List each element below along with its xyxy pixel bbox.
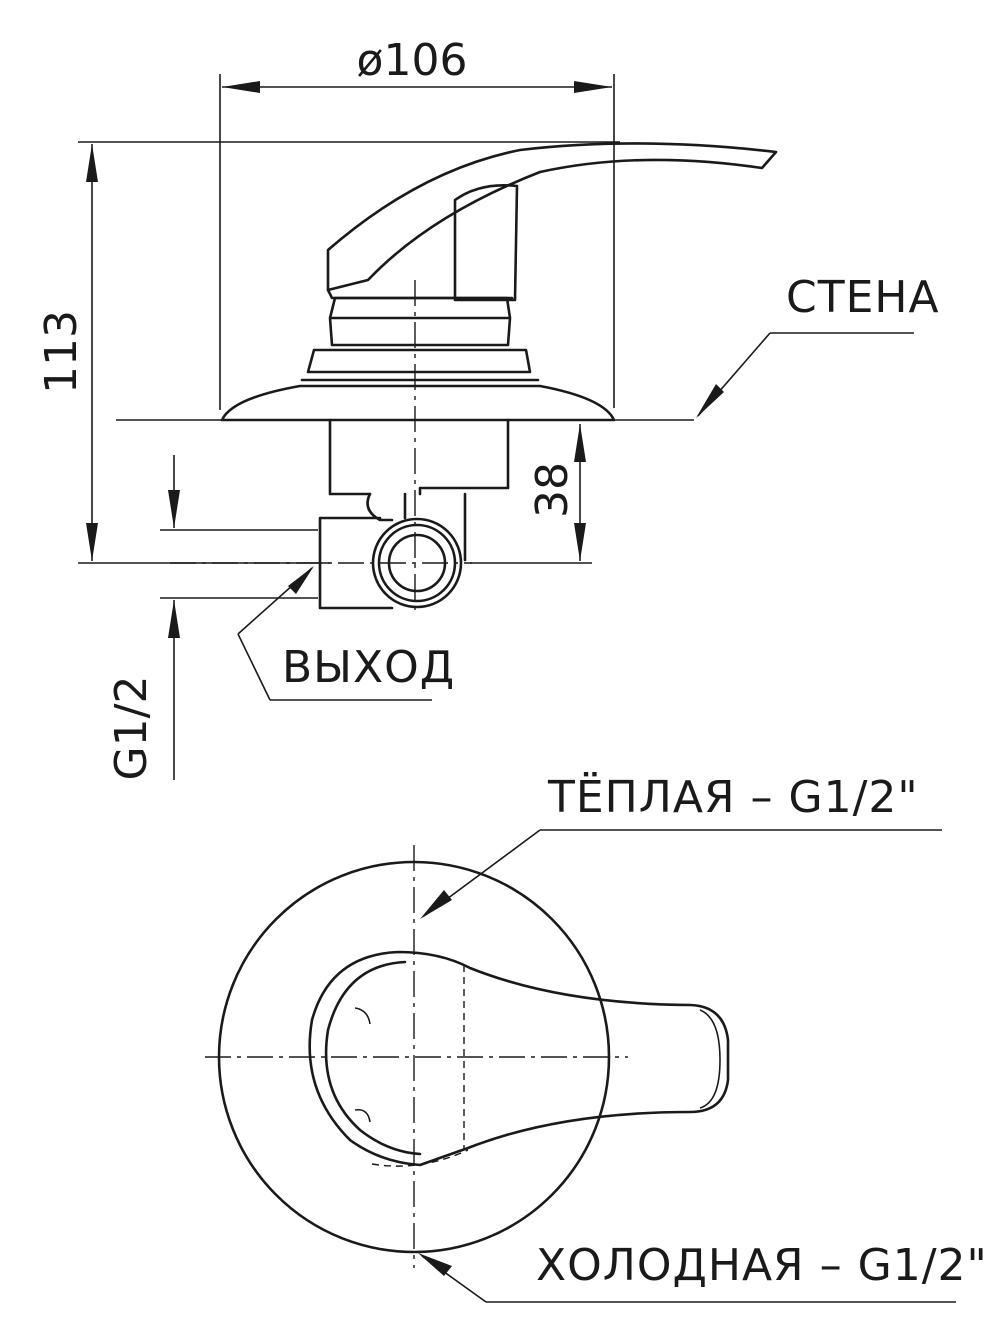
height-label: 113 xyxy=(36,310,87,394)
cold-inlet-leader: ХОЛОДНАЯ – G1/2" xyxy=(418,1240,988,1303)
diameter-dimension: ø106 xyxy=(219,35,615,410)
outlet-label: ВЫХОД xyxy=(282,642,455,693)
valve-body xyxy=(328,418,510,496)
warm-inlet-label: ТЁПЛАЯ – G1/2" xyxy=(547,771,919,823)
cold-marker-arc xyxy=(354,1108,371,1123)
wall-label: СТЕНА xyxy=(786,272,940,323)
cold-inlet-label: ХОЛОДНАЯ – G1/2" xyxy=(536,1240,988,1291)
outlet-pipe xyxy=(318,492,394,610)
front-handle-inner xyxy=(324,960,422,1156)
depth-label: 38 xyxy=(527,462,578,518)
front-view: ТЁПЛАЯ – G1/2" ХОЛОДНАЯ – G1/2" xyxy=(205,771,988,1303)
handle-lever xyxy=(326,142,778,292)
hot-marker-arc xyxy=(354,1007,371,1025)
depth-dimension: 38 xyxy=(470,424,592,564)
front-handle-outline xyxy=(308,950,730,1167)
handle-grip xyxy=(453,184,519,302)
outlet-thread-label: G1/2 xyxy=(106,676,157,781)
side-view: ø106 113 xyxy=(36,35,940,780)
outlet-leader: ВЫХОД xyxy=(237,566,455,701)
warm-inlet-leader: ТЁПЛАЯ – G1/2" xyxy=(420,771,942,919)
cartridge-collar xyxy=(328,296,512,347)
outlet-thread-dimension: G1/2 xyxy=(106,455,318,780)
wall-leader: СТЕНА xyxy=(696,272,940,418)
escutcheon-plate xyxy=(220,384,616,422)
cartridge-flange xyxy=(306,348,532,374)
diameter-label: ø106 xyxy=(357,35,468,86)
